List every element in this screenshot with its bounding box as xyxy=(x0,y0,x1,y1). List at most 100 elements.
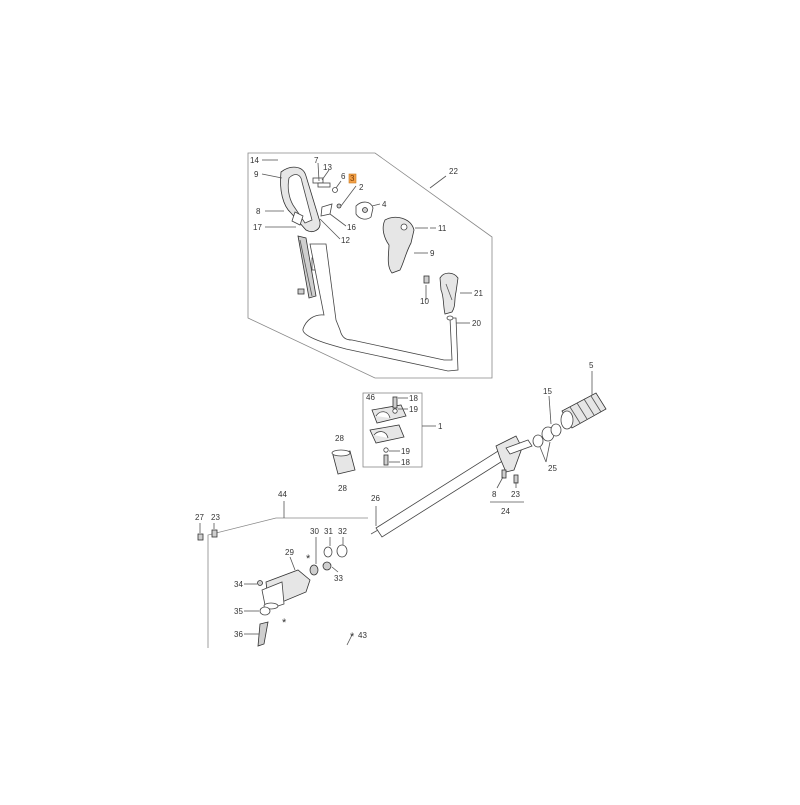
cable-end-clip xyxy=(297,288,305,295)
callout-5: 5 xyxy=(589,361,594,370)
callout-44: 44 xyxy=(278,490,287,499)
right-grip-hole xyxy=(400,223,408,231)
screw-10 xyxy=(423,275,430,284)
bearing-30 xyxy=(309,564,319,576)
callout-9: 9 xyxy=(254,170,259,179)
part-7-lever xyxy=(317,182,331,188)
trigger-part xyxy=(291,211,304,226)
callout-20: 20 xyxy=(472,319,481,328)
right-grip-shell xyxy=(382,216,415,274)
lower-clamp-arc xyxy=(373,431,389,439)
clamp-group xyxy=(362,392,436,468)
leader-lines-handle xyxy=(261,159,472,324)
sleeve-28 xyxy=(331,449,356,475)
callout-1: 1 xyxy=(438,422,443,431)
callout-15: 15 xyxy=(543,387,552,396)
loop-handle-bar xyxy=(302,243,459,372)
callout-30: 30 xyxy=(310,527,319,536)
callout-labels: 14 9 8 17 7 13 6 3 2 4 16 12 11 9 10 21 … xyxy=(195,156,594,643)
screw-27 xyxy=(197,533,204,541)
throttle-housing-inner xyxy=(287,174,313,224)
callout-28-bottom: 28 xyxy=(338,484,347,493)
part-4-hole xyxy=(362,207,368,213)
front-grip-end xyxy=(560,410,574,430)
washer-19-bottom xyxy=(383,447,389,453)
highlighted-part-3-marker xyxy=(348,173,357,184)
callout-8b: 8 xyxy=(492,490,497,499)
washer-25a xyxy=(532,434,544,448)
callout-26: 26 xyxy=(371,494,380,503)
drive-shaft-assembly xyxy=(370,371,607,538)
lower-clamp xyxy=(369,424,405,444)
callout-27: 27 xyxy=(195,513,204,522)
upper-clamp xyxy=(371,404,407,424)
callout-13: 13 xyxy=(323,163,332,172)
callout-34: 34 xyxy=(234,580,243,589)
callout-8: 8 xyxy=(256,207,261,216)
callout-36: 36 xyxy=(234,630,243,639)
callout-32: 32 xyxy=(338,527,347,536)
callout-2: 2 xyxy=(359,183,364,192)
callout-17: 17 xyxy=(253,223,262,232)
callout-11: 11 xyxy=(438,224,447,233)
callout-23: 23 xyxy=(511,490,520,499)
callout-4: 4 xyxy=(382,200,387,209)
washer-15 xyxy=(550,423,562,437)
callout-14: 14 xyxy=(250,156,259,165)
screw-23 xyxy=(211,529,218,538)
callout-star-1: * xyxy=(306,553,311,565)
grip-21-ridge xyxy=(445,283,453,301)
callout-21: 21 xyxy=(474,289,483,298)
callout-7: 7 xyxy=(314,156,319,165)
bolt-18-bottom xyxy=(383,454,389,466)
group-1-frame xyxy=(362,392,423,468)
shaft-bracket xyxy=(495,435,523,473)
callout-24: 24 xyxy=(501,507,510,516)
screw-34 xyxy=(257,580,263,586)
callout-3-highlighted: 3 xyxy=(350,174,355,183)
callout-22: 22 xyxy=(449,167,458,176)
callout-19-top: 19 xyxy=(409,405,418,414)
part-6-pin xyxy=(332,187,338,193)
bearing-31 xyxy=(323,546,333,558)
callout-19-bottom: 19 xyxy=(401,447,410,456)
callout-31: 31 xyxy=(324,527,333,536)
sleeve-top xyxy=(331,449,351,457)
callout-18-top: 18 xyxy=(409,394,418,403)
callout-35: 35 xyxy=(234,607,243,616)
nut-33 xyxy=(322,561,332,571)
ring-32 xyxy=(336,544,348,558)
bolt-23 xyxy=(513,474,519,484)
callout-12: 12 xyxy=(341,236,350,245)
upper-clamp-arc xyxy=(375,411,391,419)
callout-10: 10 xyxy=(420,297,429,306)
group-22-frame xyxy=(247,152,493,379)
grip-21 xyxy=(439,272,459,315)
bolt-18-top xyxy=(392,396,398,409)
callout-28-top: 28 xyxy=(335,434,344,443)
callout-star-2: * xyxy=(282,617,287,629)
callout-43: 43 xyxy=(358,631,367,640)
group-44-frame xyxy=(207,517,368,648)
callout-9b: 9 xyxy=(430,249,435,258)
callout-star-3: * xyxy=(350,631,355,643)
callout-29: 29 xyxy=(285,548,294,557)
loop-handle-end xyxy=(446,315,454,321)
gear-head-group xyxy=(197,501,368,648)
callout-18-bottom: 18 xyxy=(401,458,410,467)
cable-line xyxy=(299,239,313,297)
part-2-screw xyxy=(336,203,342,209)
washer-19-top xyxy=(392,408,398,414)
washer-35 xyxy=(259,606,271,616)
callout-25: 25 xyxy=(548,464,557,473)
callout-33: 33 xyxy=(334,574,343,583)
part-13-spring xyxy=(312,177,324,184)
callout-6: 6 xyxy=(341,172,346,181)
handle-assembly-group xyxy=(247,152,493,379)
shaft-coupling xyxy=(505,439,533,455)
callout-16: 16 xyxy=(347,223,356,232)
callout-46: 46 xyxy=(366,393,375,402)
callout-23b: 23 xyxy=(211,513,220,522)
